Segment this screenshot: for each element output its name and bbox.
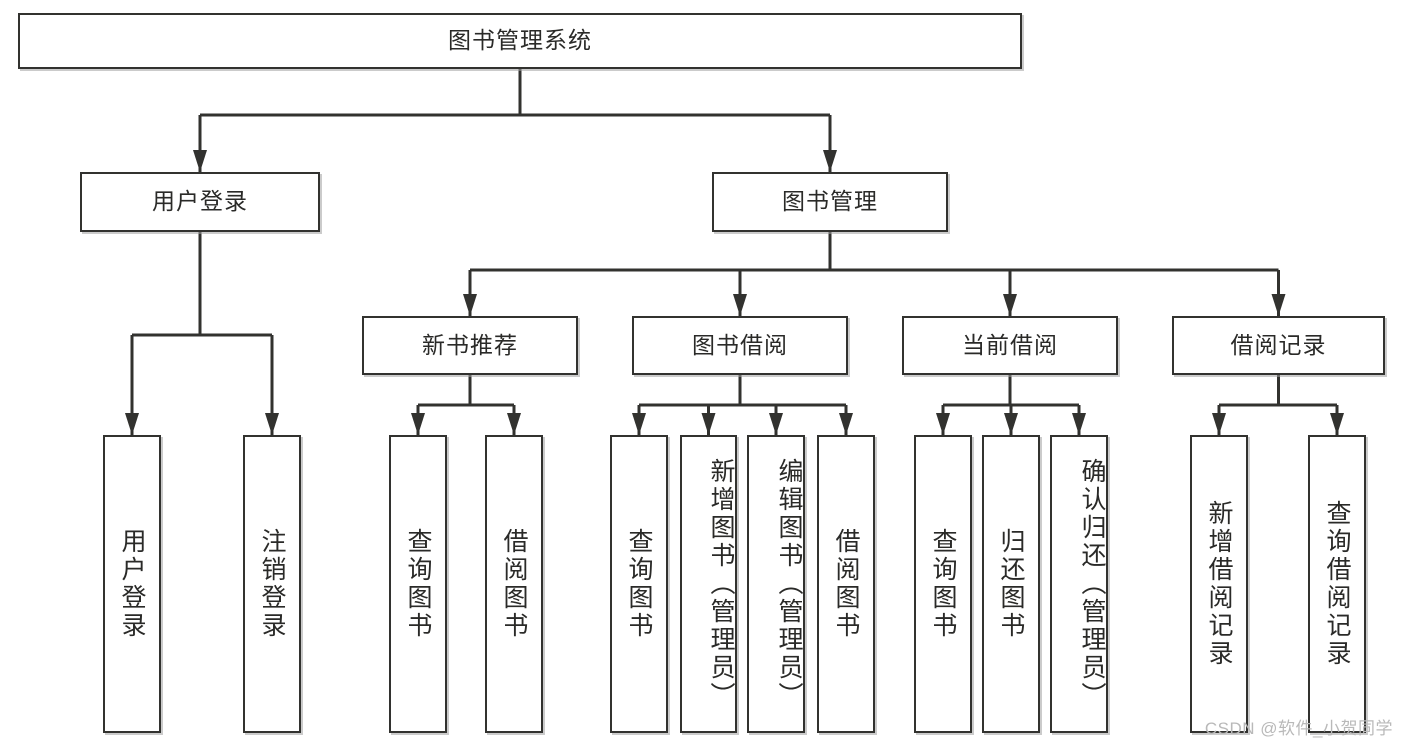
node-leaf-add-book-label: 新增图书（管理员） [707, 458, 735, 710]
node-leaf-edit-book-label: 编辑图书（管理员） [775, 458, 803, 710]
node-user-login[interactable]: 用户登录 [80, 172, 320, 232]
node-leaf-edit-book[interactable]: 编辑图书（管理员） [747, 435, 805, 733]
node-leaf-query-record-label: 查询借阅记录 [1323, 500, 1351, 668]
node-leaf-borrow-book-1-label: 借阅图书 [500, 528, 528, 640]
node-leaf-add-record[interactable]: 新增借阅记录 [1190, 435, 1248, 733]
node-root[interactable]: 图书管理系统 [18, 13, 1022, 69]
node-leaf-query-book-1[interactable]: 查询图书 [389, 435, 447, 733]
node-book-borrow[interactable]: 图书借阅 [632, 316, 848, 375]
node-leaf-return-book[interactable]: 归还图书 [982, 435, 1040, 733]
node-leaf-add-record-label: 新增借阅记录 [1205, 500, 1233, 668]
node-leaf-user-login[interactable]: 用户登录 [103, 435, 161, 733]
node-new-book-recommend[interactable]: 新书推荐 [362, 316, 578, 375]
node-leaf-add-book[interactable]: 新增图书（管理员） [680, 435, 737, 733]
node-book-manage[interactable]: 图书管理 [712, 172, 948, 232]
node-borrow-record-label: 借阅记录 [1230, 331, 1327, 358]
node-leaf-borrow-book-1[interactable]: 借阅图书 [485, 435, 543, 733]
node-new-book-recommend-label: 新书推荐 [422, 331, 518, 358]
node-leaf-query-record[interactable]: 查询借阅记录 [1308, 435, 1366, 733]
node-leaf-query-book-2-label: 查询图书 [625, 528, 653, 640]
node-leaf-query-book-3-label: 查询图书 [929, 528, 957, 640]
node-current-borrow[interactable]: 当前借阅 [902, 316, 1118, 375]
node-leaf-return-book-label: 归还图书 [997, 528, 1025, 640]
node-leaf-logout[interactable]: 注销登录 [243, 435, 301, 733]
node-leaf-query-book-1-label: 查询图书 [404, 528, 432, 640]
node-user-login-label: 用户登录 [152, 188, 248, 215]
node-leaf-query-book-2[interactable]: 查询图书 [610, 435, 668, 733]
node-root-label: 图书管理系统 [448, 27, 592, 54]
node-book-borrow-label: 图书借阅 [692, 331, 788, 358]
node-current-borrow-label: 当前借阅 [962, 331, 1058, 358]
node-leaf-user-login-label: 用户登录 [118, 528, 146, 640]
node-leaf-borrow-book-2-label: 借阅图书 [832, 528, 860, 640]
node-borrow-record[interactable]: 借阅记录 [1172, 316, 1385, 375]
node-leaf-borrow-book-2[interactable]: 借阅图书 [817, 435, 875, 733]
node-leaf-confirm-return-label: 确认归还（管理员） [1078, 458, 1106, 710]
node-leaf-confirm-return[interactable]: 确认归还（管理员） [1050, 435, 1108, 733]
node-leaf-query-book-3[interactable]: 查询图书 [914, 435, 972, 733]
node-book-manage-label: 图书管理 [782, 188, 878, 215]
node-leaf-logout-label: 注销登录 [258, 528, 286, 640]
